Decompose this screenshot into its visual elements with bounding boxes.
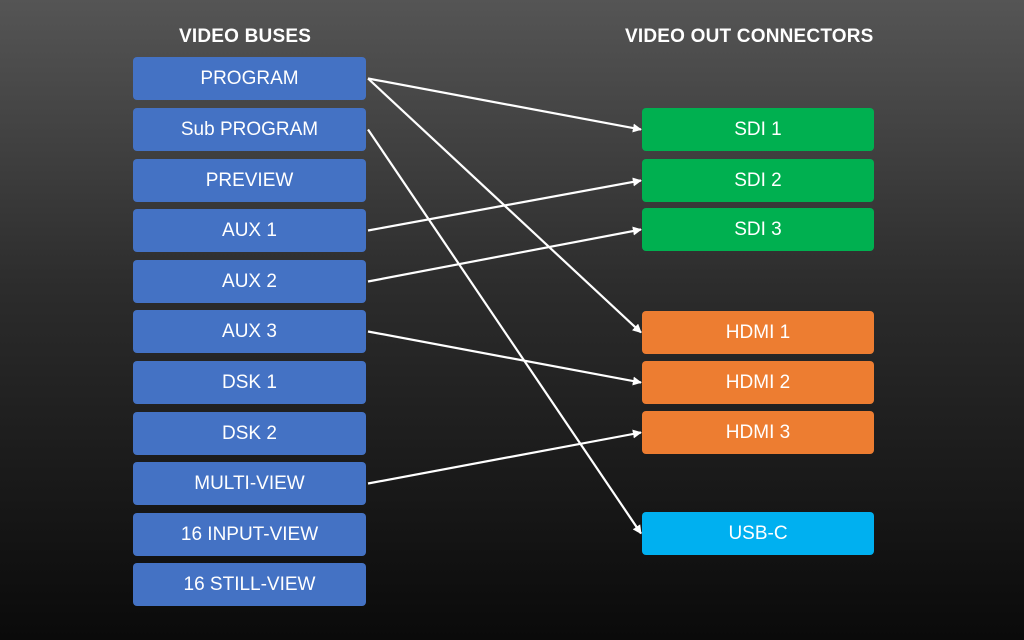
connector-hdmi1: HDMI 1 bbox=[642, 311, 874, 354]
bus-16-still-view: 16 STILL-VIEW bbox=[133, 563, 366, 606]
wire-aux1-to-sdi2 bbox=[367, 177, 642, 232]
connector-usbc: USB-C bbox=[642, 512, 874, 555]
wire-aux3-to-hdmi2 bbox=[367, 330, 642, 386]
video-buses-heading: VIDEO BUSES bbox=[179, 26, 312, 47]
wire-aux2-to-sdi3 bbox=[367, 226, 642, 283]
wire-program-to-sdi1 bbox=[367, 77, 642, 133]
connector-sdi2: SDI 2 bbox=[642, 159, 874, 202]
bus-dsk1: DSK 1 bbox=[133, 361, 366, 404]
wire-program-to-hdmi1 bbox=[367, 77, 642, 334]
bus-preview: PREVIEW bbox=[133, 159, 366, 202]
connector-hdmi2: HDMI 2 bbox=[642, 361, 874, 404]
bus-dsk2: DSK 2 bbox=[133, 412, 366, 455]
connector-sdi1: SDI 1 bbox=[642, 108, 874, 151]
bus-multi-view: MULTI-VIEW bbox=[133, 462, 366, 505]
bus-sub-program: Sub PROGRAM bbox=[133, 108, 366, 151]
wire-sub-program-to-usbc bbox=[367, 128, 642, 535]
video-out-connectors-heading: VIDEO OUT CONNECTORS bbox=[625, 26, 874, 47]
connector-hdmi3: HDMI 3 bbox=[642, 411, 874, 454]
connector-sdi3: SDI 3 bbox=[642, 208, 874, 251]
bus-aux3: AUX 3 bbox=[133, 310, 366, 353]
bus-aux2: AUX 2 bbox=[133, 260, 366, 303]
bus-16-input-view: 16 INPUT-VIEW bbox=[133, 513, 366, 556]
bus-program: PROGRAM bbox=[133, 57, 366, 100]
bus-aux1: AUX 1 bbox=[133, 209, 366, 252]
wire-multi-view-to-hdmi3 bbox=[367, 429, 642, 485]
